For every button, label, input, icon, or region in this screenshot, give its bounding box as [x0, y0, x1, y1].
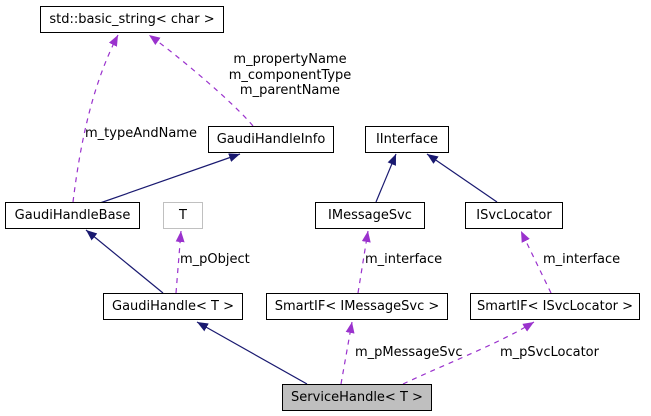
- edge-label-interface-imessagesvc: m_interface: [365, 252, 443, 267]
- node-gaudihandle[interactable]: GaudiHandle< T >: [103, 293, 243, 320]
- node-imessagesvc[interactable]: IMessageSvc: [315, 202, 425, 229]
- node-smartif-isvclocator[interactable]: SmartIF< ISvcLocator >: [470, 293, 640, 320]
- edge-usage-smartif-to-imessagesvc: [357, 230, 371, 294]
- edge-inheritance-gaudihandlebase-to-gaudihandleinfo: [99, 153, 241, 204]
- edge-usage-gaudihandlebase-to-basicstring: [72, 34, 119, 203]
- node-isvclocator[interactable]: ISvcLocator: [465, 202, 563, 229]
- edge-label-parentname: m_parentName: [239, 83, 341, 98]
- node-gaudihandlebase[interactable]: GaudiHandleBase: [5, 202, 140, 229]
- edge-usage-smartif-to-isvclocator: [520, 230, 552, 294]
- edge-inheritance-servicehandle-to-gaudihandle: [196, 321, 308, 385]
- node-template-param-t: T: [163, 202, 203, 229]
- edge-label-propertyname: m_propertyName: [233, 52, 347, 67]
- node-std-basic-string[interactable]: std::basic_string< char >: [40, 6, 224, 33]
- edge-inheritance-isvclocator-to-iinterface: [426, 153, 498, 203]
- node-iinterface[interactable]: IInterface: [365, 126, 449, 153]
- node-smartif-imessagesvc[interactable]: SmartIF< IMessageSvc >: [266, 293, 448, 320]
- node-servicehandle-current: ServiceHandle< T >: [282, 384, 432, 411]
- edge-label-componenttype: m_componentType: [228, 67, 352, 83]
- edge-usage-gaudihandle-to-t: [175, 230, 185, 294]
- edge-inheritance-gaudihandle-to-gaudihandlebase: [85, 229, 164, 294]
- edge-usage-servicehandle-to-smartif-imessagesvc: [340, 321, 355, 385]
- edge-label-pobject: m_pObject: [180, 252, 250, 267]
- edge-usage-gaudihandleinfo-to-basicstring: [148, 34, 254, 127]
- edge-label-pmessagesvc: m_pMessageSvc: [355, 345, 463, 360]
- edge-usage-servicehandle-to-smartif-isvclocator: [402, 321, 535, 385]
- edge-label-interface-isvclocator: m_interface: [543, 252, 621, 267]
- edge-label-info-to-string-group: m_propertyName m_componentType m_parentN…: [220, 52, 360, 99]
- edge-inheritance-imessagesvc-to-iinterface: [375, 153, 397, 203]
- edge-label-psvclocator: m_pSvcLocator: [500, 345, 599, 360]
- edge-label-typeandname: m_typeAndName: [85, 126, 197, 141]
- node-gaudihandleinfo[interactable]: GaudiHandleInfo: [208, 126, 334, 153]
